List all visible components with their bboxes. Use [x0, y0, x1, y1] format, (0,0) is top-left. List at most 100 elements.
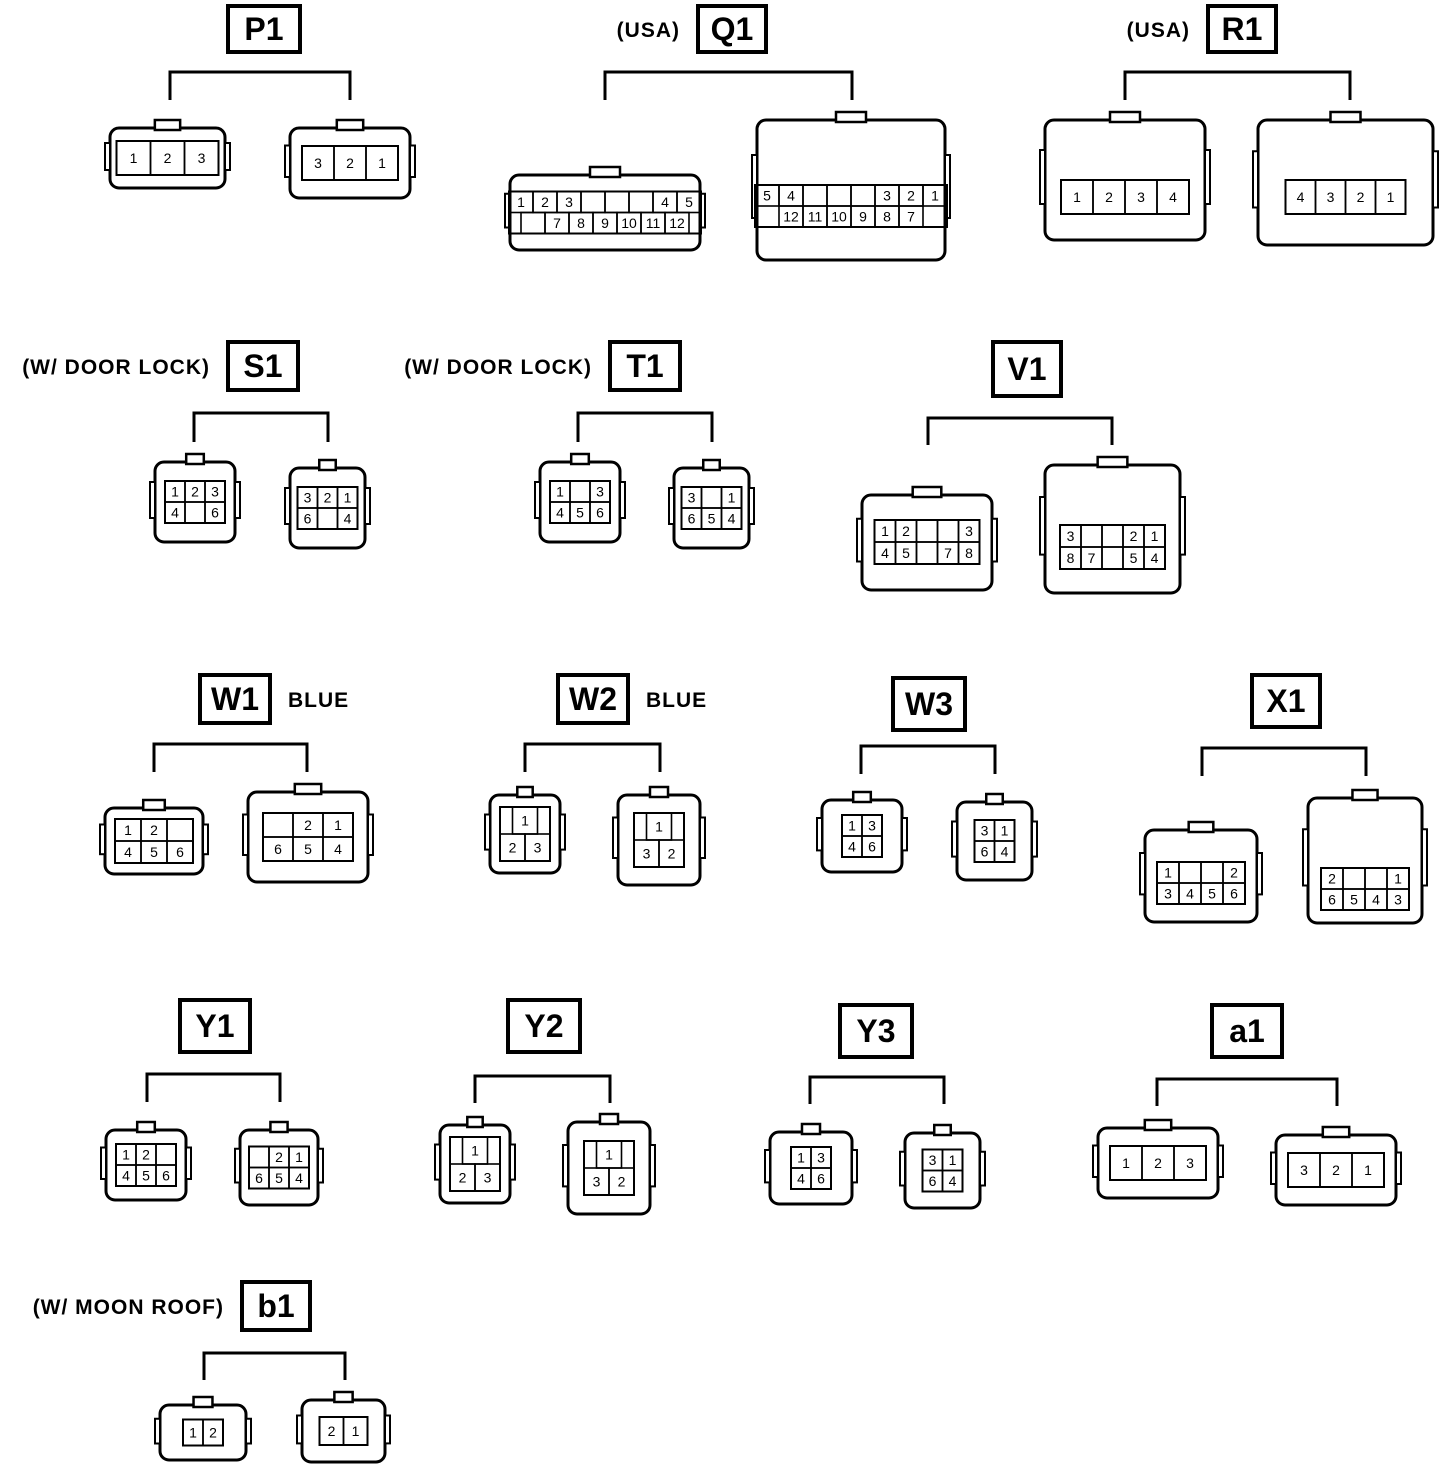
- pin-number: 10: [621, 215, 637, 231]
- pin-number: 6: [304, 511, 312, 527]
- pin-number: 5: [576, 505, 584, 521]
- connector-latch: [466, 1115, 484, 1129]
- connector-ear: [1252, 150, 1259, 209]
- pin-cavity: [342, 1416, 369, 1446]
- connector-latch: [293, 782, 323, 796]
- connector-latch: [933, 1123, 952, 1137]
- connector-color-note: BLUE: [646, 689, 707, 712]
- pin-number: 1: [556, 484, 564, 500]
- connector-latch: [1351, 788, 1379, 802]
- connector-code-box: [226, 4, 302, 54]
- connector-ear: [1432, 150, 1439, 209]
- pin-number: 6: [929, 1173, 937, 1189]
- connector-bracket: [1123, 70, 1352, 100]
- pin-number: 1: [1364, 1162, 1372, 1178]
- pin-number: 1: [334, 817, 342, 833]
- pin-number: 2: [1130, 528, 1138, 544]
- connector-ear: [899, 1150, 906, 1187]
- pin-number: 6: [176, 844, 184, 860]
- connector-color-note: BLUE: [288, 689, 349, 712]
- pin-number: 3: [198, 150, 206, 166]
- pin-number: 3: [593, 1174, 601, 1190]
- pin-cavity: [664, 211, 690, 235]
- pin-number: 3: [1137, 189, 1145, 205]
- pin-number: 9: [601, 215, 609, 231]
- pin-cavity: [155, 1164, 177, 1187]
- pin-number: 12: [783, 209, 799, 225]
- connector-condition-note: (W/ DOOR LOCK): [404, 356, 592, 379]
- pin-number: 2: [668, 846, 676, 862]
- pin-cavity: [365, 145, 399, 181]
- connector-bracket: [926, 416, 1114, 445]
- pin-number: 2: [275, 1149, 283, 1165]
- connector-ear: [185, 1146, 192, 1180]
- connector-latch: [192, 1395, 214, 1409]
- connector-latch: [800, 1122, 822, 1136]
- connector-ear: [234, 481, 241, 519]
- pin-number: 6: [1230, 886, 1238, 902]
- connector-latch: [1187, 820, 1215, 834]
- pin-number: 11: [808, 209, 823, 225]
- pin-number: 4: [848, 839, 856, 855]
- pin-number: 1: [1387, 189, 1395, 205]
- pin-cavity: [658, 839, 685, 868]
- pin-number: 8: [1067, 550, 1075, 566]
- connector-code-box: [991, 340, 1063, 398]
- connector-code-box: [556, 673, 630, 725]
- pin-number: 2: [304, 817, 312, 833]
- connector-ear: [364, 487, 371, 525]
- pin-number: 2: [541, 194, 549, 210]
- pin-cavity: [589, 501, 611, 524]
- pin-number: 4: [344, 511, 352, 527]
- connector-condition-note: (USA): [617, 19, 680, 42]
- connector-code-box: [506, 998, 582, 1054]
- pin-cavity: [524, 833, 551, 862]
- connector-ear: [149, 481, 156, 519]
- pin-cavity: [204, 501, 226, 524]
- pin-number: 3: [643, 846, 651, 862]
- connector-latch: [269, 1120, 289, 1134]
- pin-number: 7: [1088, 550, 1096, 566]
- connector-ear: [367, 813, 374, 856]
- pin-number: 10: [831, 209, 847, 225]
- pin-number: 5: [142, 1168, 150, 1184]
- pin-cavity: [1386, 888, 1410, 911]
- connector-latch: [1143, 1118, 1173, 1132]
- pin-number: 4: [881, 545, 889, 561]
- pin-number: 2: [1154, 1155, 1162, 1171]
- connector-ear: [748, 487, 755, 525]
- connector-ear: [1039, 496, 1046, 556]
- pin-number: 4: [949, 1173, 957, 1189]
- connector-code: S1: [243, 348, 282, 384]
- pin-number: 1: [471, 1143, 479, 1159]
- connector-code: W2: [569, 681, 617, 717]
- connector-ear: [851, 1149, 858, 1184]
- connector-ear: [296, 1414, 303, 1445]
- pin-number: 6: [1328, 892, 1336, 908]
- pin-number: 1: [378, 155, 386, 171]
- pin-number: 3: [1300, 1162, 1308, 1178]
- connector-housing: [1043, 463, 1182, 595]
- connector-latch: [569, 452, 591, 466]
- pin-number: 1: [344, 490, 352, 506]
- connector-latch: [153, 118, 182, 132]
- connector-bracket: [859, 744, 997, 774]
- pin-number: 4: [797, 1171, 805, 1187]
- pin-number: 2: [1230, 865, 1238, 881]
- pin-cavity: [288, 1166, 310, 1190]
